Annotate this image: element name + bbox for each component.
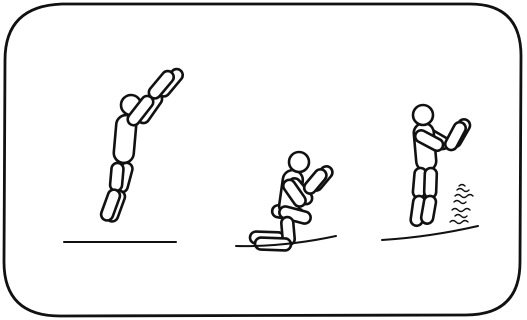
figure-standing-head [413,105,433,125]
rounded-frame [4,4,521,316]
figure-kneeling-head [289,152,309,172]
figure-standing-legs [410,167,437,226]
